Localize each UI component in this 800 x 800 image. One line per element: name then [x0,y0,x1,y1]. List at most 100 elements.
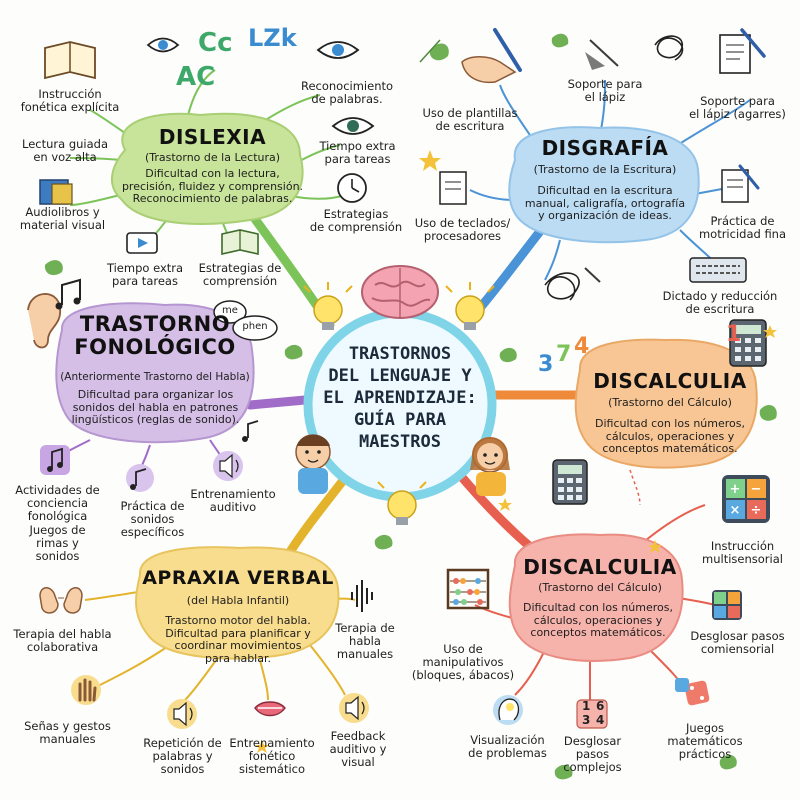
disgrafia-desc-line-3: y organización de ideas. [538,209,672,223]
label-line: el lápiz [584,90,626,105]
open-book-icon-2 [221,229,259,255]
speaker-icon [213,451,243,481]
label-line: manuales [336,647,394,662]
fonologico-blob [55,302,255,444]
ear-icon [27,293,61,349]
video-icon [126,232,158,254]
label-line: Terapia de [335,621,395,635]
fonologico-title-line-2: FONOLÓGICO [74,335,236,360]
music-note-icon-2 [242,420,259,442]
center-title-line-5: MAESTROS [359,432,441,453]
apraxia-item-feedback: Feedback auditivo y visual [318,729,398,770]
apraxia-desc-line-1: Trastorno motor del habla. [165,614,311,627]
apraxia-blob [135,546,340,660]
label-line: auditivo [209,500,257,515]
label-line: multisensorial [702,552,783,567]
dislexia-description: Dificultad con la lectura, precisión, fl… [115,167,310,206]
label-line: Señas y gestos [24,719,111,733]
math-operations-icon-1: + − × ÷ [722,475,770,523]
discalculia-b-description: Dificultad con los números, cálculos, op… [508,601,688,640]
label-line: Entrenamiento [229,736,315,750]
label-line: Uso de [443,642,483,656]
fonologico-desc-line-2: sonidos del habla en patrones [72,400,239,414]
label-line: prácticos [678,747,732,762]
card-digit-3: 3 [582,713,591,727]
document-icon [439,171,467,205]
discalculia-a-desc-line-1: Dificultad con los números, [595,417,745,430]
center-title: TRASTORNOS DEL LENGUAJE Y EL APRENDIZAJE… [310,343,490,453]
bubble-text-phen: phen [242,321,268,332]
card-digit-4: 4 [596,713,605,727]
disgrafia-title: DISGRAFÍA [541,136,669,160]
music-note-icon-1 [55,278,81,310]
disgrafia-item-teclados: Uso de teclados/ procesadores [405,216,520,243]
label-line: colaborativa [26,640,99,655]
svg-text:−: − [751,482,762,497]
dislexia-item-audiolibros: Audiolibros y material visual [10,205,115,232]
label-line: Estrategias de [198,261,282,275]
head-lightbulb-icon [493,695,523,725]
label-line: complejos [563,760,622,775]
label-line: el lápiz (agarres) [689,107,786,122]
center-title-line-4: GUÍA PARA [353,410,447,431]
label-line: de escritura [435,119,505,134]
label-line: matemáticos [667,734,743,749]
fonologico-item-conciencia: Actividades de conciencia fonológica Jue… [5,483,110,563]
label-line: Tiempo extra [106,261,184,275]
label-line: Juegos de [29,522,86,537]
label-line: palabras y [152,749,213,764]
apraxia-desc-line-4: para hablar. [205,651,271,665]
bubble-text-me: me [222,305,238,316]
label-line: pasos [575,747,610,762]
two-faces-talking-icon [39,587,83,614]
clock-icon [337,173,367,203]
fonologico-desc-line-1: Dificultad para organizar los [77,388,234,401]
svg-text:+: + [730,482,741,497]
discalculia-digit-4: 4 [574,334,590,359]
label-line: fonológica [27,509,88,524]
apraxia-description: Trastorno motor del habla. Dificultad pa… [140,614,336,666]
label-line: de palabras. [311,92,383,107]
dice-icon [675,678,710,706]
label-line: Reconocimiento [300,79,394,93]
calculator-icon-1 [729,319,767,367]
hand-gesture-icon [71,675,101,705]
dislexia-item-tiempo-extra-b: Tiempo extra para tareas [95,261,195,288]
speech-bubble-me [213,300,247,324]
calculator-icon-2 [552,459,588,505]
disgrafia-item-soporte-agarres: Soporte para el lápiz (agarres) [680,94,795,122]
branch-fonologico [245,395,310,410]
discalculia-b-item-juegos: Juegos matemáticos prácticos [655,721,755,762]
disgrafia-item-plantillas: Uso de plantillas de escritura [410,106,530,134]
label-line: Entrenamiento [190,487,276,501]
label-line: rimas y [36,535,79,550]
label-line: en voz alta [33,150,97,165]
dislexia-letter-ac: AC [176,62,216,92]
lightbulb-icon-left [303,282,353,330]
label-line: Práctica de [120,499,185,513]
discalculia-b-item-manipulativos: Uso de manipulativos (bloques, ábacos) [408,642,518,683]
discalculia-digit-1: 1 [726,322,742,347]
dislexia-blob [111,112,304,225]
dislexia-letter-cc: Cc [198,28,233,58]
label-line: Soporte para [567,77,643,91]
label-line: de problemas [468,746,547,761]
discalculia-b-desc-line-2: cálculos, operaciones y [533,613,663,627]
label-line: Práctica de [710,214,775,228]
keyboard-icon [689,257,747,283]
label-line: de comprensión [309,220,403,235]
brain-icon [361,265,439,319]
label-line: conciencia [26,496,89,511]
label-line: comprensión [202,274,278,289]
label-line: manipulativos [422,655,504,670]
label-line: habla [349,634,381,649]
apraxia-item-senas: Señas y gestos manuales [10,719,125,746]
pencil-scribble-icon [585,39,619,70]
disgrafia-subtitle: (Trastorno de la Escritura) [533,163,677,176]
label-line: Tiempo extra [319,139,396,153]
label-line: Uso de teclados/ [414,216,511,230]
label-line: Uso de plantillas [422,106,518,120]
dislexia-item-tiempo-extra-a: Tiempo extra para tareas [310,139,405,166]
disgrafia-item-motricidad: Práctica de motricidad fina [690,214,795,241]
